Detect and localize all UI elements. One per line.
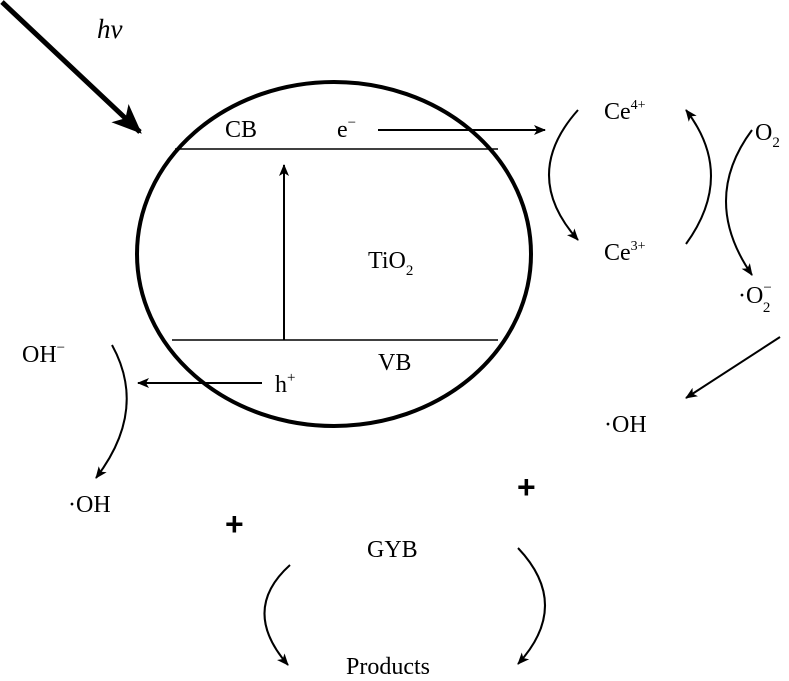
oxygen-label: O2 — [755, 120, 780, 151]
products-label: Products — [346, 654, 430, 680]
cb-label: CB — [225, 117, 257, 143]
superoxide-to-hydroxyl-arrow — [685, 336, 781, 399]
ce-oxidation-arrow — [685, 109, 712, 245]
ce3-label: Ce3+ — [604, 239, 646, 266]
degradation-arrow-left — [263, 564, 291, 666]
ce4-label: Ce4+ — [604, 98, 646, 125]
light-arrow — [0, 0, 142, 134]
light-label: hv — [97, 14, 123, 44]
dye-label: GYB — [367, 537, 418, 563]
hydroxyl-right-label: ·OH — [604, 412, 647, 438]
ce-reduction-arrow — [548, 109, 579, 241]
hole-label: h+ — [275, 370, 295, 398]
plus-right: + — [517, 469, 536, 505]
hydroxyl-left-label: ·OH — [68, 492, 111, 518]
electron-label: e− — [337, 115, 356, 143]
vb-label: VB — [378, 350, 411, 376]
hydroxide-oxidation-arrow — [95, 344, 128, 479]
superoxide-label: ·O−2 — [738, 280, 772, 316]
hydroxide-label: OH− — [22, 340, 65, 368]
tio2-label: TiO2 — [368, 248, 413, 279]
tio2-particle — [135, 80, 533, 428]
plus-left: + — [225, 506, 244, 542]
oxygen-reduction-arrow — [725, 129, 753, 276]
degradation-arrow-right — [517, 547, 546, 665]
